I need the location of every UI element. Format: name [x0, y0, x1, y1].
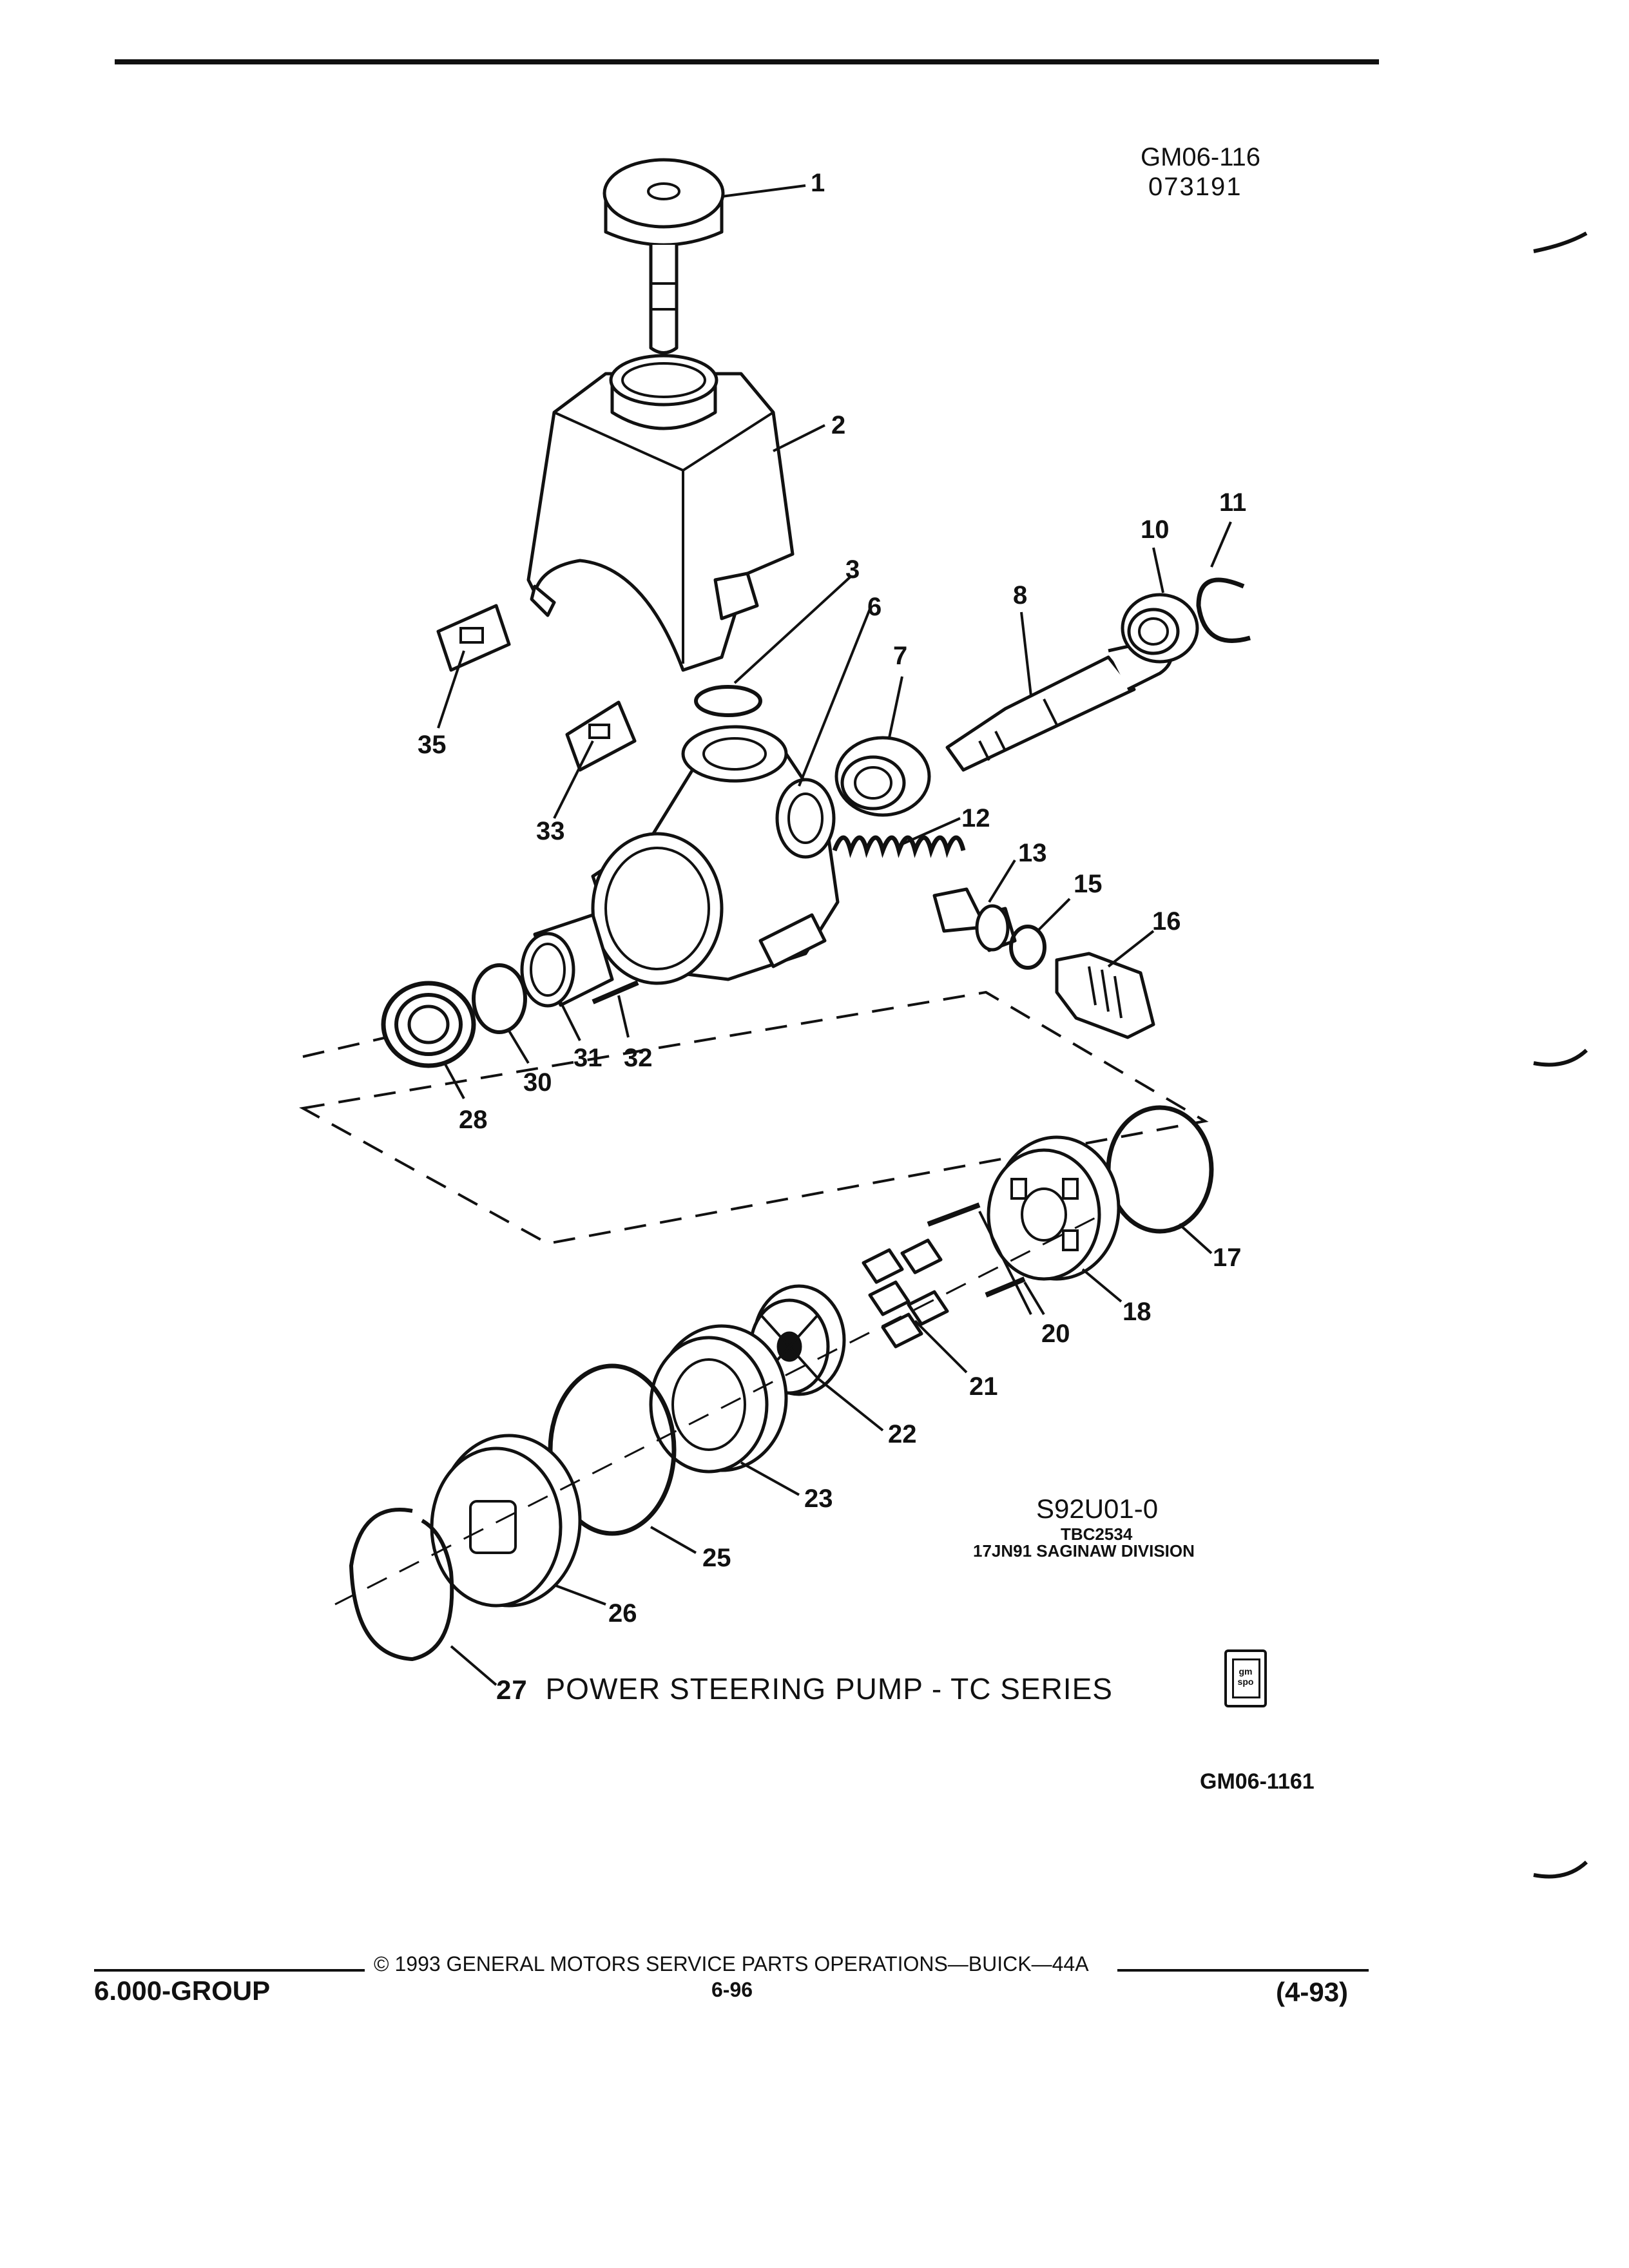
callout-12: 12: [961, 804, 990, 832]
callout-20: 20: [1041, 1320, 1070, 1348]
callout-25: 25: [702, 1544, 731, 1572]
callout-28: 28: [459, 1106, 488, 1134]
reservoir-cap: [602, 158, 725, 354]
callout-27: 27: [496, 1675, 528, 1705]
footer-revision: (4-93): [1276, 1977, 1349, 2007]
o-ring-15: [1009, 925, 1046, 970]
callout-1: 1: [811, 169, 825, 197]
callout-16: 16: [1152, 907, 1181, 936]
drawing-division: 17JN91 SAGINAW DIVISION: [973, 1541, 1195, 1561]
fitting-16: [1055, 952, 1155, 1039]
clip-35: [436, 604, 511, 672]
clip-33: [565, 700, 637, 772]
callout-13: 13: [1018, 839, 1047, 867]
leader-lines: [437, 184, 1232, 1686]
footer-rule-left: [94, 1969, 365, 1972]
footer-page: 6-96: [711, 1978, 753, 2001]
callout-30: 30: [523, 1068, 552, 1097]
footer-rule-right: [1117, 1969, 1369, 1972]
pump-ring: [649, 1324, 788, 1474]
callout-23: 23: [804, 1485, 833, 1513]
gmspo-logo: gm spo: [1224, 1649, 1267, 1707]
sleeve-31: [520, 913, 614, 1008]
callout-33: 33: [536, 817, 565, 845]
callout-15: 15: [1074, 870, 1103, 898]
callout-32: 32: [624, 1044, 653, 1072]
diagram-date: 073191: [1148, 173, 1242, 201]
top-rule: [115, 59, 1379, 64]
diagram-code: GM06-116: [1141, 143, 1261, 171]
callout-3: 3: [845, 555, 860, 584]
o-ring-17: [1106, 1105, 1214, 1234]
spring-28: [381, 981, 476, 1068]
pressure-plate: [987, 1135, 1121, 1281]
drawing-tbc: TBC2534: [1061, 1524, 1133, 1544]
footer-copyright: © 1993 GENERAL MOTORS SERVICE PARTS OPER…: [374, 1952, 1089, 1975]
flow-control-valve: [932, 887, 1017, 952]
figure-caption-row: 27 POWER STEERING PUMP - TC SERIES: [496, 1671, 1113, 1706]
callout-10: 10: [1141, 515, 1170, 544]
o-ring-3: [694, 685, 762, 717]
exploded-dashed-plane: [299, 990, 1209, 1245]
drive-shaft: [945, 636, 1173, 772]
callout-7: 7: [893, 642, 908, 670]
end-plate: [430, 1434, 582, 1608]
callout-18: 18: [1123, 1298, 1152, 1326]
callout-22: 22: [888, 1420, 917, 1448]
figure-caption: POWER STEERING PUMP - TC SERIES: [545, 1672, 1113, 1706]
gmspo-logo-text: gm spo: [1237, 1666, 1254, 1687]
footer-group: 6.000-GROUP: [94, 1975, 271, 2006]
callout-35: 35: [418, 731, 447, 759]
pump-vanes: [862, 1238, 949, 1349]
spring-12: [832, 835, 966, 858]
retaining-ring-27: [349, 1508, 454, 1662]
callout-31: 31: [574, 1044, 602, 1072]
dowel-pin-20b: [985, 1276, 1026, 1298]
callout-2: 2: [831, 411, 846, 439]
pin-32: [592, 980, 639, 1004]
callout-6: 6: [867, 593, 882, 621]
callout-8: 8: [1013, 581, 1028, 610]
callout-21: 21: [969, 1372, 998, 1401]
drawing-code: S92U01-0: [1036, 1494, 1159, 1524]
callout-17: 17: [1213, 1244, 1242, 1272]
bearing-10: [1121, 593, 1199, 664]
bearing-7: [834, 736, 931, 817]
dowel-pin-20a: [927, 1202, 981, 1227]
pump-housing: [591, 725, 840, 985]
callout-26: 26: [608, 1599, 637, 1628]
callout-11: 11: [1219, 488, 1247, 517]
o-ring-30: [472, 963, 527, 1034]
snap-ring-11: [1196, 577, 1251, 643]
reservoir: [526, 354, 795, 672]
figure-code: GM06-1161: [1200, 1769, 1315, 1794]
